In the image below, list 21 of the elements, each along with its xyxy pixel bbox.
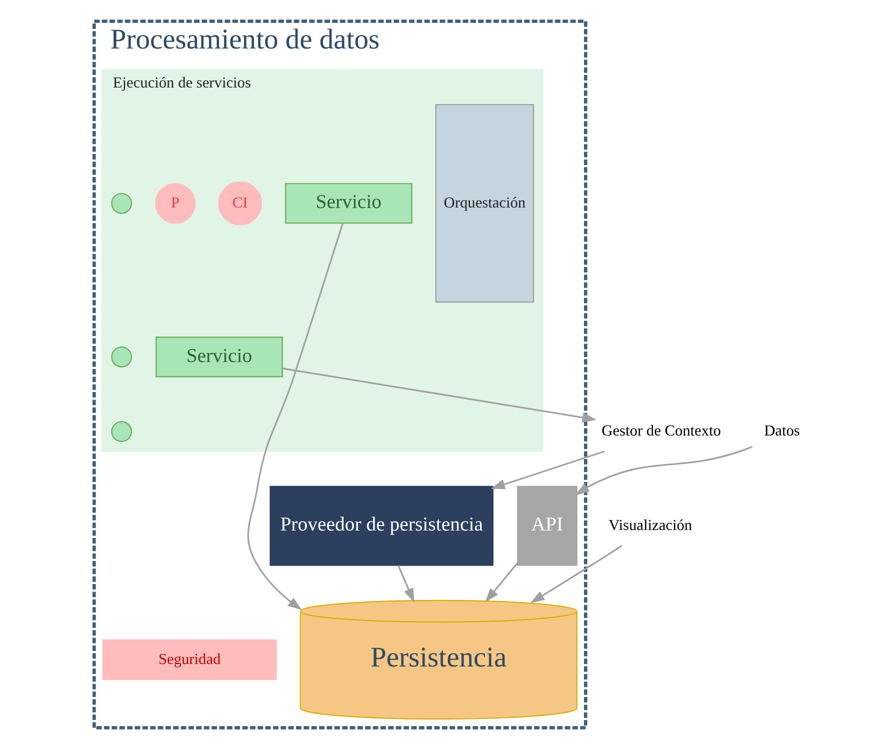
arrow [574,446,752,496]
node-box: Proveedor de persistencia [269,486,493,566]
node-circle [110,421,132,442]
node-text: Gestor de Contexto [601,422,720,440]
arrow [282,368,596,422]
arrow [246,223,343,610]
node-circle [110,192,132,214]
node-text: Datos [764,422,800,440]
node-box: API [516,486,577,566]
node-circle [110,346,132,368]
arrow [490,450,604,490]
node-circle: CI [218,181,262,226]
node-box: Servicio [284,183,412,224]
node-box: Orquestación [434,104,534,303]
arrow [530,545,622,604]
node-box: Servicio [155,336,282,378]
node-circle: P [154,183,196,224]
arrow [484,562,518,602]
node-text: Visualización [608,516,692,534]
arrow [396,565,414,603]
node-box: Seguridad [102,639,276,680]
